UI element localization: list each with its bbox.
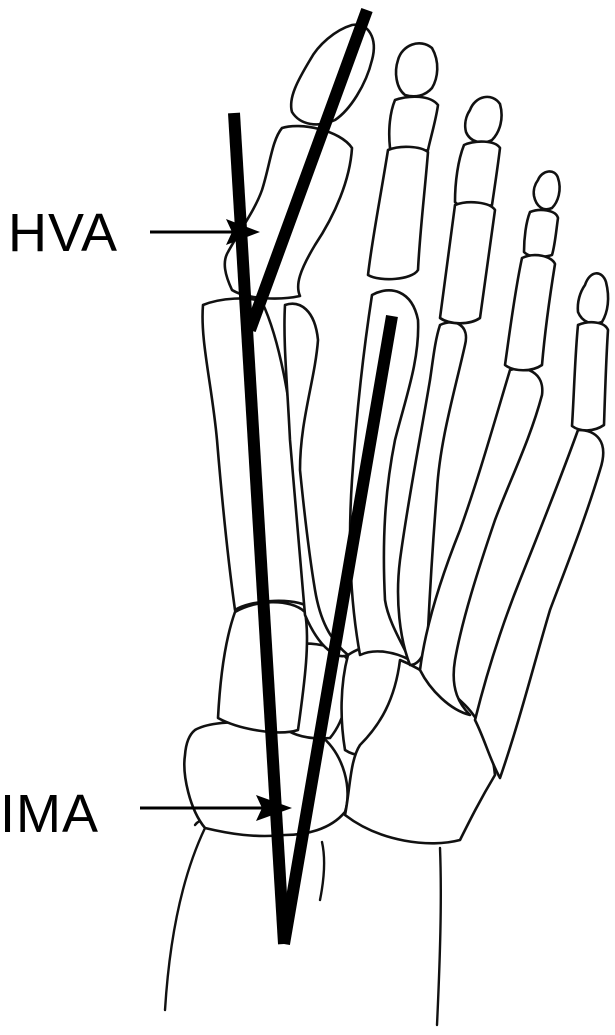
second-toe-phalanges bbox=[368, 43, 438, 279]
hva-label: HVA bbox=[8, 206, 118, 260]
ima-label: IMA bbox=[0, 787, 99, 841]
third-toe-phalanges bbox=[440, 97, 502, 323]
fifth-toe-phalanges bbox=[572, 273, 608, 430]
fourth-toe-phalanges bbox=[505, 171, 560, 370]
